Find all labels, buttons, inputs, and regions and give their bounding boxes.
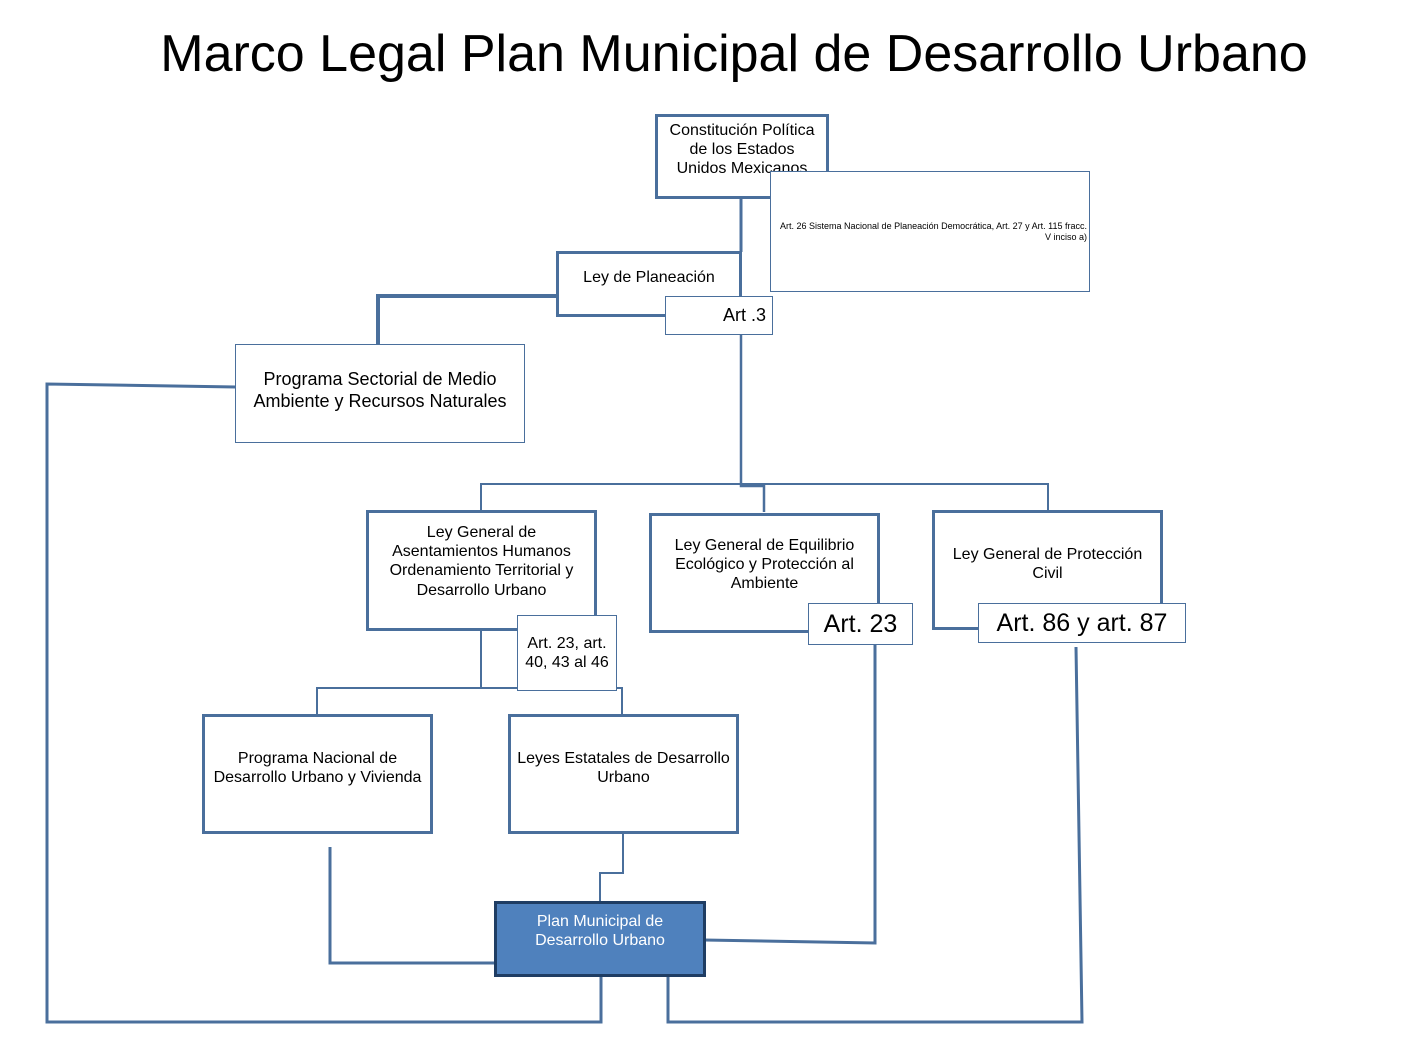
connector-lgpc-plan xyxy=(666,646,1084,1024)
connector-planeacion-trunk xyxy=(739,334,766,512)
page-title: Marco Legal Plan Municipal de Desarrollo… xyxy=(160,25,1308,83)
connector-sectorial-plan xyxy=(45,382,603,1024)
node-ley-planeacion-art-label: Art .3 xyxy=(722,304,766,325)
connector-estatales-plan xyxy=(599,833,624,902)
node-constitucion-note: Art. 26 Sistema Nacional de Planeación D… xyxy=(770,171,1090,292)
node-lgeepa-label: Ley General de Equilibrio Ecológico y Pr… xyxy=(674,537,855,593)
connector-laws-branch xyxy=(480,483,1049,512)
node-ley-planeacion-label: Ley de Planeación xyxy=(583,269,715,286)
node-programa-nacional: Programa Nacional de Desarrollo Urbano y… xyxy=(202,714,433,834)
connector-lgeepa-plan xyxy=(703,645,877,945)
node-constitucion-label: Constitución Política de los Estados Uni… xyxy=(669,122,815,178)
node-programa-sectorial: Programa Sectorial de Medio Ambiente y R… xyxy=(235,344,525,443)
node-constitucion-note-label: Art. 26 Sistema Nacional de Planeación D… xyxy=(780,220,1087,242)
connector-nacional-plan xyxy=(328,847,494,965)
node-lgpc-art: Art. 86 y art. 87 xyxy=(978,603,1186,643)
connector-planeacion-sectorial xyxy=(376,294,558,345)
node-lgah-art-label: Art. 23, art. 40, 43 al 46 xyxy=(525,634,609,671)
node-lgpc-art-label: Art. 86 y art. 87 xyxy=(996,609,1168,637)
node-lgeepa-art-label: Art. 23 xyxy=(823,610,898,638)
node-lgpc-label: Ley General de Protección Civil xyxy=(952,546,1143,583)
node-leyes-estatales: Leyes Estatales de Desarrollo Urbano xyxy=(508,714,739,834)
node-leyes-estatales-label: Leyes Estatales de Desarrollo Urbano xyxy=(517,750,730,787)
node-lgeepa: Ley General de Equilibrio Ecológico y Pr… xyxy=(649,513,880,633)
node-lgah-label: Ley General de Asentamientos Humanos Ord… xyxy=(389,524,574,599)
node-lgeepa-art: Art. 23 xyxy=(808,603,913,645)
node-ley-planeacion-art: Art .3 xyxy=(665,296,773,335)
node-lgah: Ley General de Asentamientos Humanos Ord… xyxy=(366,510,597,631)
node-programa-sectorial-label: Programa Sectorial de Medio Ambiente y R… xyxy=(253,369,507,411)
node-lgah-art: Art. 23, art. 40, 43 al 46 xyxy=(517,615,617,691)
connector-children-branch xyxy=(316,687,623,715)
node-plan-municipal-label: Plan Municipal de Desarrollo Urbano xyxy=(535,913,665,950)
node-programa-nacional-label: Programa Nacional de Desarrollo Urbano y… xyxy=(213,750,422,787)
node-plan-municipal: Plan Municipal de Desarrollo Urbano xyxy=(494,901,706,977)
